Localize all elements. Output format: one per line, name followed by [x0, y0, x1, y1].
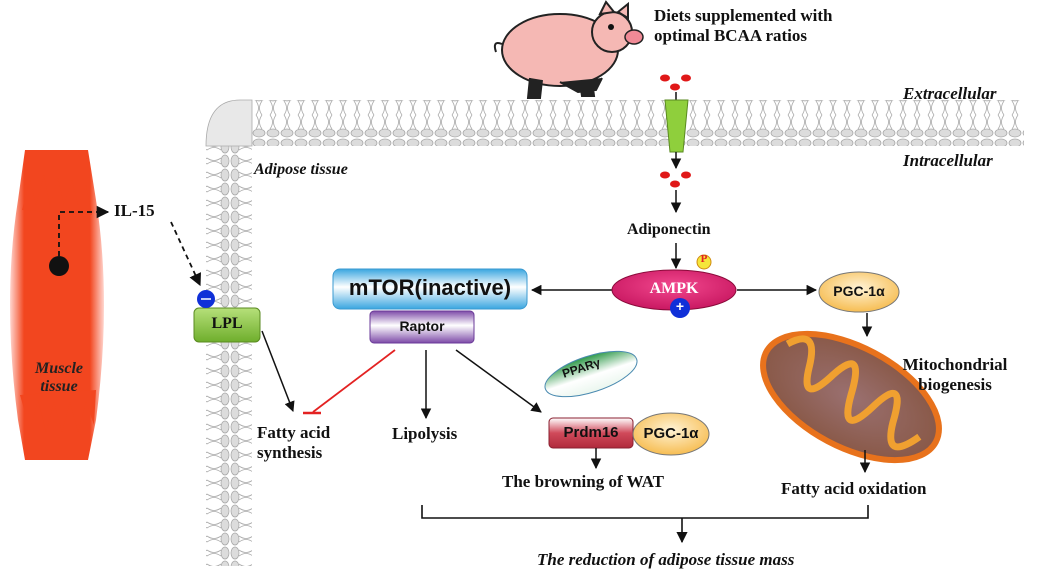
bcaa-molecules-extracellular: [660, 74, 691, 91]
ampk-label: AMPK: [649, 280, 699, 297]
outcome-label: The reduction of adipose tissue mass: [537, 550, 795, 569]
diet-label-line1: Diets supplemented with: [654, 6, 833, 25]
mtor-label: mTOR(inactive): [348, 275, 512, 300]
mtor-box: [332, 268, 528, 310]
muscle-tissue-line1: Muscle: [35, 360, 83, 377]
muscle-tissue-line2: tissue: [40, 378, 78, 396]
plus-icon: [670, 298, 690, 318]
intracellular-label: Intracellular: [903, 151, 993, 170]
lpl-to-fas-arrow: [261, 330, 295, 412]
lipolysis-label: Lipolysis: [392, 424, 458, 443]
prdm16-label: Prdm16: [563, 424, 619, 441]
phosphate-label: P: [700, 253, 708, 265]
mitochondrion-icon: [760, 330, 942, 464]
il15-label: IL-15: [114, 201, 155, 220]
pgc1a-complex-label: PGC-1α: [643, 425, 699, 442]
lpl-box: [193, 307, 261, 343]
raptor-label: Raptor: [399, 318, 445, 334]
bcaa-molecules-intracellular: [660, 171, 691, 188]
il15-to-lpl-arrow: [170, 221, 201, 287]
extracellular-label: Extracellular: [903, 84, 997, 103]
cell-membrane-vertical: [206, 146, 252, 566]
fas-line1: Fatty acid: [257, 423, 331, 442]
transporter-channel-icon: [664, 99, 689, 153]
raptor-box: [369, 310, 475, 344]
fas-line2: synthesis: [257, 442, 323, 462]
pgc1a-oval-complex: [632, 412, 710, 456]
mito-biogenesis-label: Mitochondrial biogenesis: [890, 355, 1020, 394]
muscle-tissue-icon: [10, 150, 104, 460]
browning-label: The browning of WAT: [502, 472, 665, 491]
raptor-inhibits-fas: [312, 349, 396, 413]
pgc1a-oval-top: [818, 271, 900, 313]
raptor-to-prdm16-arrow: [455, 349, 542, 413]
diet-label: Diets supplemented with optimal BCAA rat…: [654, 6, 833, 45]
plus-label: +: [675, 298, 685, 314]
pgc1a-top-label: PGC-1α: [833, 283, 885, 299]
fatty-acid-oxidation-label: Fatty acid oxidation: [781, 479, 927, 498]
diet-label-line2: optimal BCAA ratios: [654, 25, 807, 45]
cell-membrane-horizontal: [240, 100, 1024, 146]
phosphate-icon: [696, 254, 712, 270]
mito-label-line1: Mitochondrial: [902, 355, 1008, 374]
lpl-label: LPL: [211, 315, 243, 332]
cell-membrane-corner: [205, 99, 253, 147]
convergence-bracket: [421, 505, 869, 519]
il15-secretion-arrow: [58, 205, 110, 256]
fatty-acid-synthesis-label: Fatty acid synthesis: [257, 423, 330, 462]
adipose-tissue-label: Adipose tissue: [254, 161, 348, 178]
ppary-oval: [544, 350, 638, 398]
nucleus-icon: [49, 256, 69, 276]
muscle-tissue-label: Muscle tissue: [20, 360, 98, 397]
pig-icon: [493, 0, 644, 99]
adiponectin-label: Adiponectin: [627, 221, 711, 238]
mito-label-line2: biogenesis: [918, 374, 992, 394]
